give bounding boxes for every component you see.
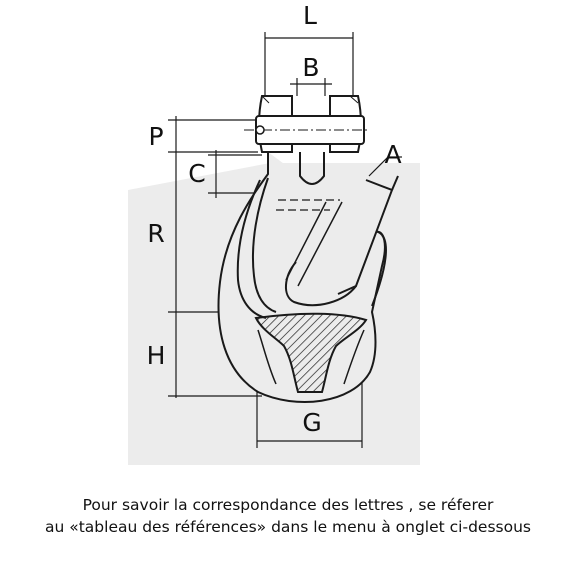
- cross-section-left-wing: [257, 329, 277, 385]
- label-r: R: [147, 219, 164, 248]
- hook-cross-section: [254, 312, 368, 393]
- label-h: H: [147, 341, 166, 370]
- label-a: A: [384, 140, 401, 169]
- clevis-head: [255, 95, 365, 153]
- dimension-l: [264, 32, 354, 97]
- dimension-b: [290, 78, 332, 96]
- caption-line-1: Pour savoir la correspondance des lettre…: [82, 496, 494, 514]
- caption: Pour savoir la correspondance des lettre…: [0, 494, 576, 538]
- label-l: L: [303, 1, 317, 30]
- dimension-h: [168, 312, 262, 398]
- caption-line-2: au «tableau des références» dans le menu…: [44, 518, 531, 536]
- dimension-p: [168, 116, 258, 156]
- hook-dimension-diagram: L B P C R: [128, 1, 420, 465]
- dimension-a: [368, 156, 402, 177]
- label-c: C: [188, 159, 205, 188]
- pin-head: [255, 125, 265, 135]
- label-g: G: [302, 408, 321, 437]
- cross-section-right-wing: [343, 329, 365, 385]
- label-p: P: [148, 122, 163, 151]
- label-b: B: [302, 53, 319, 82]
